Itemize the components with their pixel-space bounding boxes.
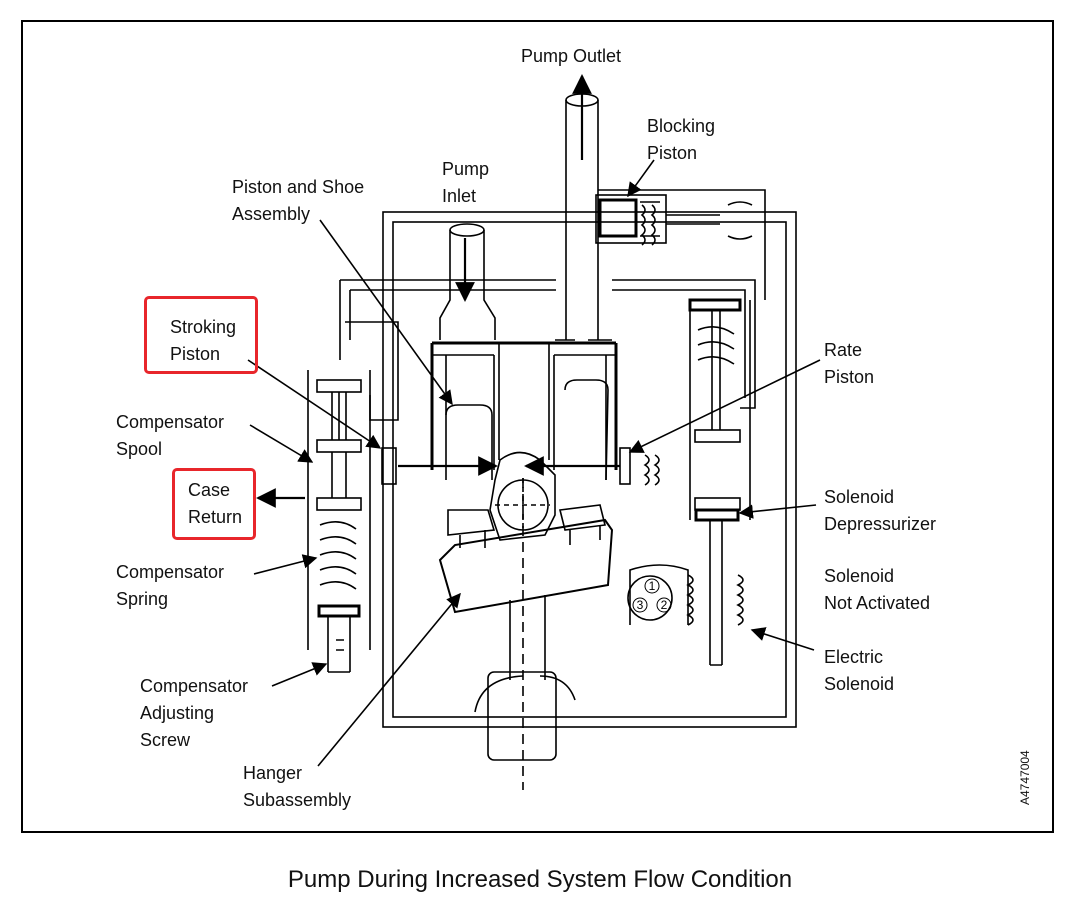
leader-adjusting-screw (271, 662, 328, 687)
connector-pin-3: 3 (637, 598, 644, 612)
leader-piston-shoe (319, 219, 453, 406)
rate-piston-assembly (619, 447, 660, 486)
leader-rate-piston (628, 359, 821, 453)
case-return-highlight (172, 468, 256, 540)
leader-solenoid-depressurizer (738, 504, 817, 519)
housing-outline (382, 211, 797, 728)
leader-compensator-spring (253, 554, 318, 575)
compensator-assembly (307, 370, 371, 673)
leader-compensator-spool (249, 424, 314, 463)
outlet-pipe (555, 93, 766, 341)
connector-pin-1: 1 (649, 579, 656, 593)
rate-passage (612, 279, 756, 409)
blocking-piston-assembly (595, 194, 753, 246)
cylinder-block (430, 341, 618, 481)
leader-blocking-piston (627, 159, 655, 198)
housing-inner-outline (392, 221, 787, 718)
compensator-passage (345, 321, 399, 421)
leader-hanger (317, 592, 461, 767)
label-pump-outlet: Pump Outlet (521, 46, 622, 66)
hanger-assembly (438, 451, 614, 790)
leader-stroking-piston (247, 359, 382, 449)
inlet-pipe (439, 223, 496, 340)
leader-electric-solenoid (750, 627, 815, 651)
stroking-piston-highlight (144, 296, 258, 374)
figure-frame (21, 20, 1054, 833)
connector-pin-2: 2 (661, 598, 668, 612)
stroking-piston-shape (381, 447, 397, 485)
upper-passage (339, 279, 556, 360)
figure-caption: Pump During Increased System Flow Condit… (287, 866, 793, 893)
figure-id: A4747004 (1018, 750, 1032, 805)
solenoid-spool-assembly (688, 298, 751, 666)
electric-connector (627, 564, 744, 626)
